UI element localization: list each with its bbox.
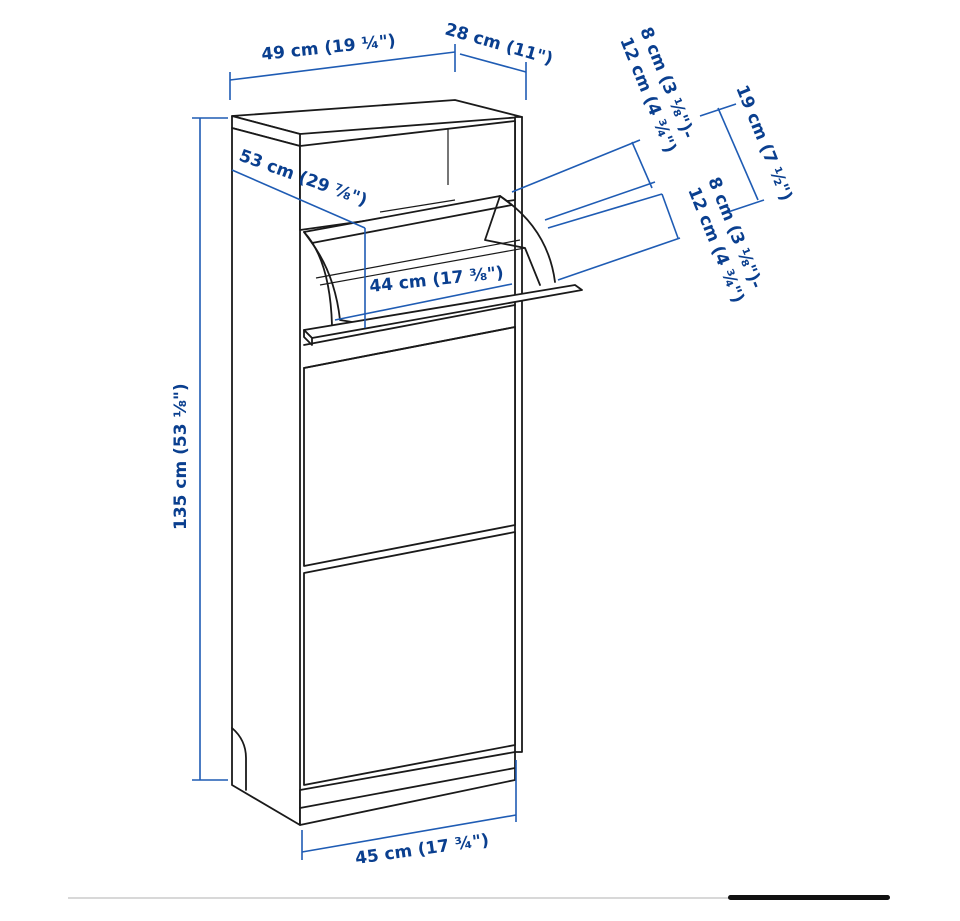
drawer-flap-edge xyxy=(303,329,313,346)
front-rail-2 xyxy=(303,326,516,369)
dim-spacing-line xyxy=(717,107,759,201)
dimension-lines xyxy=(192,44,765,860)
dim-lower-leader xyxy=(547,193,663,229)
scrollbar-track[interactable] xyxy=(68,897,888,899)
label-top-width: 49 cm (19 ¼") xyxy=(260,31,396,65)
drawer-hinge-right xyxy=(484,195,541,286)
dim-open-depth-line xyxy=(231,169,366,229)
front-rail-1 xyxy=(303,304,516,346)
cabinet-drawing xyxy=(231,99,583,826)
dim-depth-line xyxy=(459,53,527,73)
plinth-line xyxy=(299,767,516,809)
dim-top-width-line xyxy=(229,51,456,81)
drawer-shelf-edge xyxy=(315,239,521,279)
drawer-side-right xyxy=(499,195,556,283)
cabinet-left-side xyxy=(231,127,301,826)
middle-door xyxy=(303,326,516,567)
scrollbar-thumb[interactable] xyxy=(728,895,890,900)
dim-bottom-width-line xyxy=(301,814,517,853)
label-bottom-width: 45 cm (17 ¾") xyxy=(354,830,490,869)
open-drawer xyxy=(303,195,583,346)
label-inner-width: 44 cm (17 ⅜") xyxy=(368,263,504,297)
drawer-bar xyxy=(379,199,456,213)
cabinet-foot-notch xyxy=(231,727,247,791)
drawer-shelf-edge-2 xyxy=(319,247,526,286)
label-compartment-spacing: 19 cm (7 ½") xyxy=(731,82,796,204)
lower-door xyxy=(303,531,516,786)
label-depth: 28 cm (11") xyxy=(443,20,556,70)
label-height: 135 cm (53 ⅛") xyxy=(171,383,191,530)
dim-inner-width-line xyxy=(334,283,513,321)
drawer-flap xyxy=(303,284,583,339)
drawer-side-left xyxy=(303,231,333,326)
dim-upper-leader xyxy=(511,139,641,193)
